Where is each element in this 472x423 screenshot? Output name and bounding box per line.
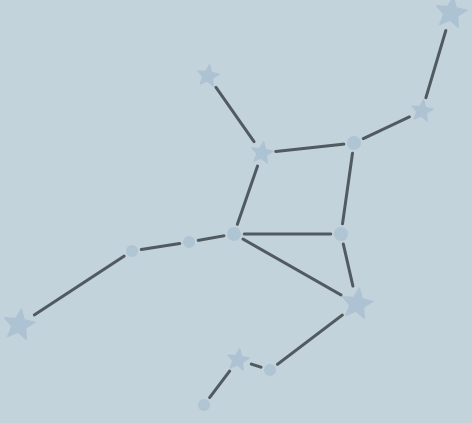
star-icon	[197, 64, 220, 87]
star-dot	[183, 236, 195, 248]
constellation-edge-s4-s3	[214, 85, 256, 144]
constellation-edge-s11-s12	[249, 362, 263, 369]
star-dot	[334, 227, 348, 241]
star-icon	[341, 287, 374, 319]
star-dot	[126, 245, 138, 257]
constellation-edge-s0-s1	[424, 29, 448, 100]
star-dot	[227, 227, 241, 241]
constellation-edge-s2-s3	[274, 142, 346, 153]
stars-layer	[3, 0, 468, 411]
star-icon	[3, 308, 36, 340]
star-icon	[435, 0, 468, 28]
star-icon	[251, 141, 274, 164]
constellation-edge-s10-s11	[276, 313, 344, 366]
constellation-edge-s1-s2	[361, 115, 411, 141]
constellation-edge-s5-s7	[196, 234, 226, 242]
star-dot	[198, 399, 210, 411]
star-icon	[227, 348, 250, 371]
star-icon	[411, 99, 434, 122]
constellation-edge-s12-s13	[208, 369, 232, 399]
constellation-edge-s5-s10	[241, 237, 343, 297]
constellation-edge-s2-s6	[341, 151, 354, 226]
star-dot	[264, 364, 276, 376]
constellation-edge-s7-s8	[139, 242, 182, 251]
constellation-edge-s6-s10	[341, 242, 355, 288]
constellation-edge-s3-s5	[235, 164, 259, 226]
edges-layer	[32, 29, 448, 399]
star-dot	[347, 136, 361, 150]
constellation-edge-s8-s9	[32, 254, 126, 317]
